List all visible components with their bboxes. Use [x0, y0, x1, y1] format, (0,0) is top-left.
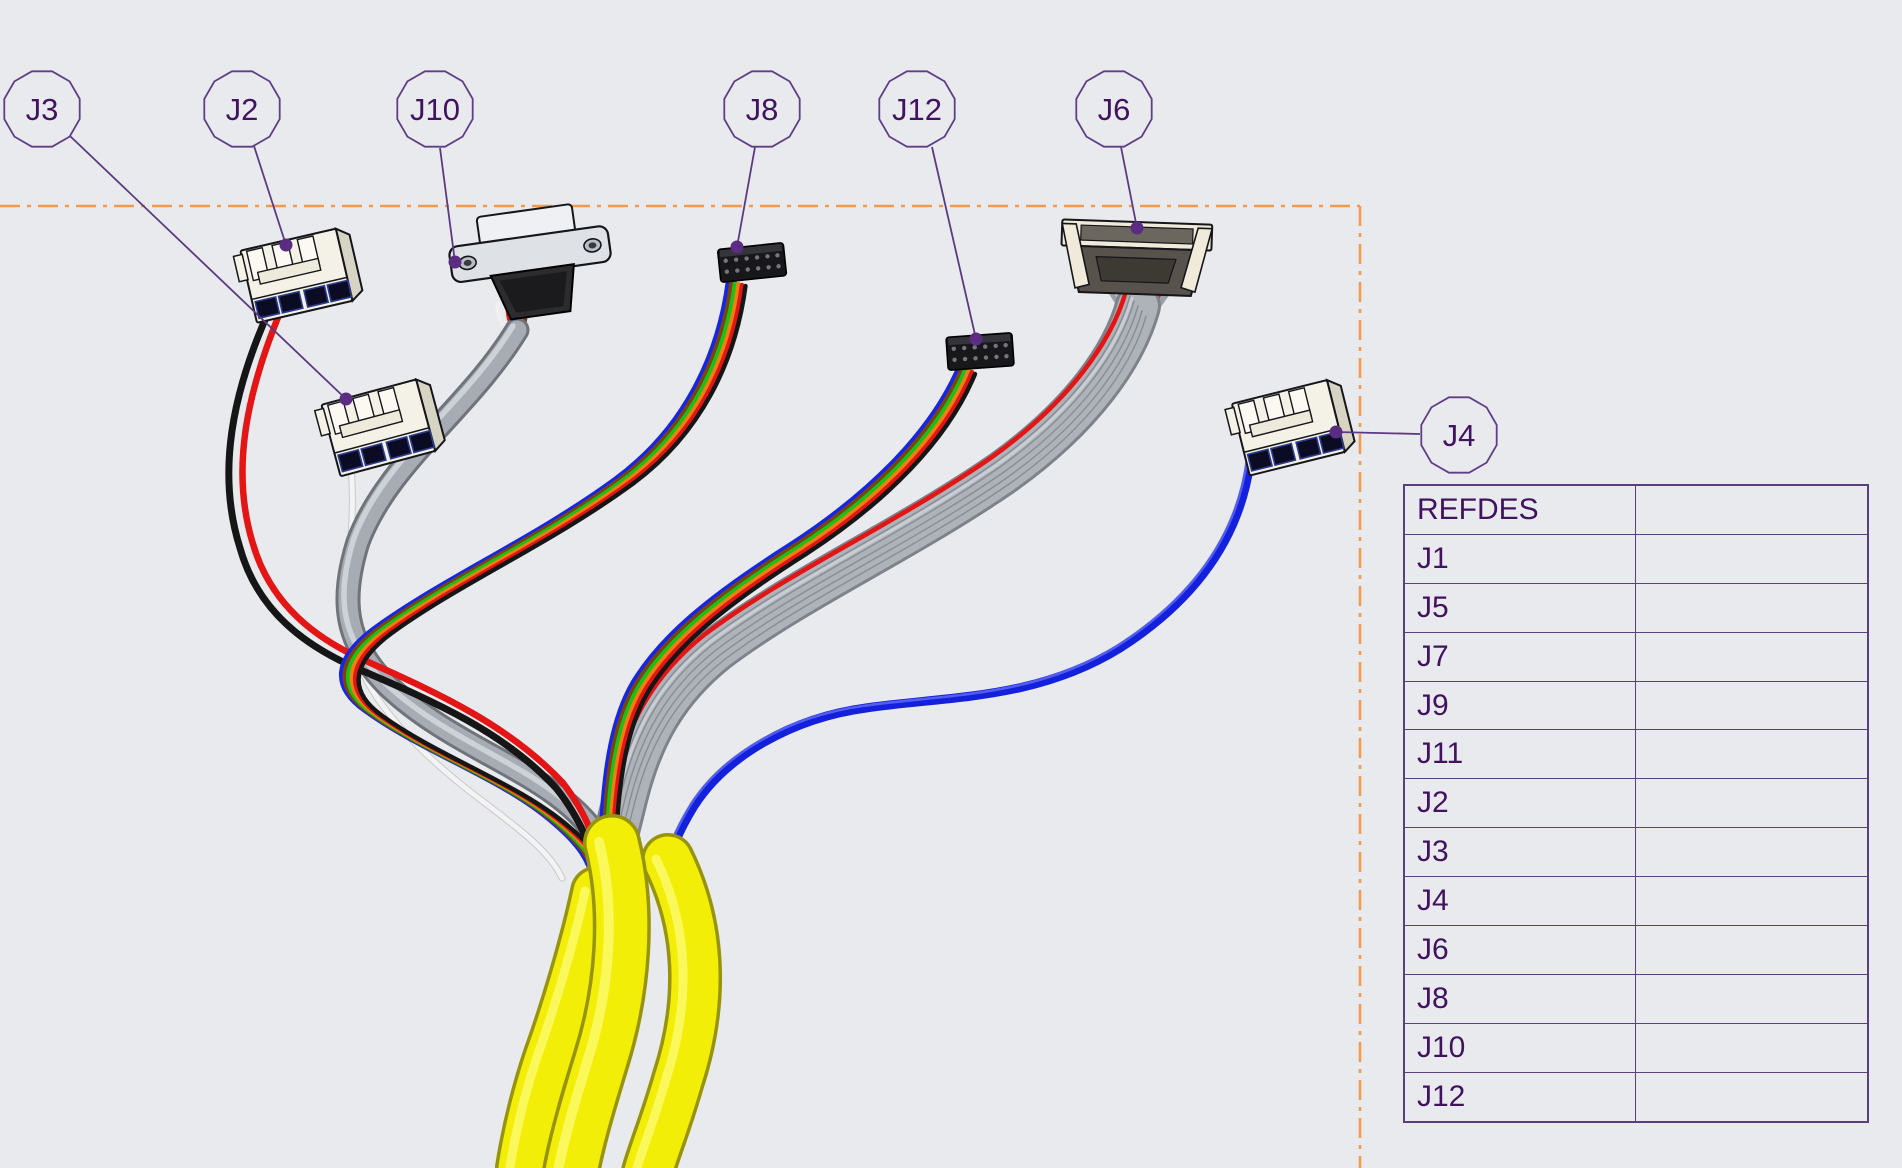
table-row: J1	[1403, 533, 1869, 584]
refdes-cell: J6	[1403, 925, 1636, 975]
table-row: J5	[1403, 582, 1869, 633]
table-row: J7	[1403, 631, 1869, 682]
table-row: J10	[1403, 1022, 1869, 1073]
value-cell	[1634, 533, 1869, 584]
refdes-cell: J5	[1403, 582, 1636, 633]
table-row: J11	[1403, 729, 1869, 780]
table-row: J12	[1403, 1071, 1869, 1123]
connector-j8[interactable]	[716, 241, 788, 284]
balloon-j2[interactable]: J2	[203, 70, 281, 148]
leader-j10	[439, 147, 462, 269]
drawing-border	[0, 204, 1362, 1168]
value-cell	[1634, 973, 1869, 1024]
table-header-row: REFDES	[1403, 484, 1869, 535]
svg-text:J12: J12	[892, 92, 942, 127]
balloon-j10[interactable]: J10	[396, 70, 474, 148]
value-cell	[1634, 876, 1869, 927]
connector-j10[interactable]	[445, 199, 618, 326]
value-header-cell	[1634, 484, 1869, 535]
balloons: J3 J2 J10 J8 J12 J6 J4	[3, 70, 1498, 474]
balloon-j8[interactable]: J8	[723, 70, 801, 148]
value-cell	[1634, 827, 1869, 878]
table-row: J8	[1403, 973, 1869, 1024]
leader-j4	[1329, 425, 1421, 439]
svg-text:J4: J4	[1443, 418, 1476, 453]
refdes-cell: J11	[1403, 729, 1636, 780]
leader-j6	[1120, 146, 1144, 235]
balloon-j4[interactable]: J4	[1420, 396, 1498, 474]
svg-text:J10: J10	[410, 92, 460, 127]
refdes-cell: J1	[1403, 533, 1636, 584]
leader-j12	[931, 146, 983, 346]
value-cell	[1634, 1071, 1869, 1123]
table-row: J3	[1403, 827, 1869, 878]
refdes-cell: J7	[1403, 631, 1636, 682]
leader-j2	[253, 145, 293, 252]
refdes-cell: J2	[1403, 778, 1636, 829]
table-row: J6	[1403, 925, 1869, 975]
table-row: J4	[1403, 876, 1869, 927]
refdes-cell: J8	[1403, 973, 1636, 1024]
connector-j6[interactable]	[1060, 218, 1214, 297]
value-cell	[1634, 582, 1869, 633]
balloon-j12[interactable]: J12	[878, 70, 956, 148]
value-cell	[1634, 1022, 1869, 1073]
balloon-j6[interactable]: J6	[1075, 70, 1153, 148]
ribbon-cable-j6[interactable]	[598, 283, 1178, 878]
value-cell	[1634, 631, 1869, 682]
table-row: J2	[1403, 778, 1869, 829]
refdes-cell: J10	[1403, 1022, 1636, 1073]
svg-text:J2: J2	[226, 92, 259, 127]
refdes-cell: J3	[1403, 827, 1636, 878]
value-cell	[1634, 729, 1869, 780]
value-cell	[1634, 778, 1869, 829]
refdes-cell: J9	[1403, 680, 1636, 731]
balloon-j3[interactable]: J3	[3, 70, 81, 148]
refdes-table: REFDES J1 J5 J7 J9 J11 J2 J3 J4 J6 J8 J1…	[1403, 484, 1869, 1123]
table-row: J9	[1403, 680, 1869, 731]
value-cell	[1634, 925, 1869, 975]
connector-j3[interactable]	[312, 375, 448, 480]
svg-text:J6: J6	[1098, 92, 1131, 127]
svg-text:J3: J3	[26, 92, 59, 127]
leader-j8	[730, 146, 756, 254]
refdes-header-cell: REFDES	[1403, 484, 1636, 535]
svg-text:J8: J8	[746, 92, 779, 127]
value-cell	[1634, 680, 1869, 731]
leader-lines	[69, 135, 1421, 439]
wire-blue-j4[interactable]	[661, 457, 1255, 879]
refdes-cell: J4	[1403, 876, 1636, 927]
leader-j3	[69, 135, 353, 406]
refdes-cell: J12	[1403, 1071, 1636, 1123]
